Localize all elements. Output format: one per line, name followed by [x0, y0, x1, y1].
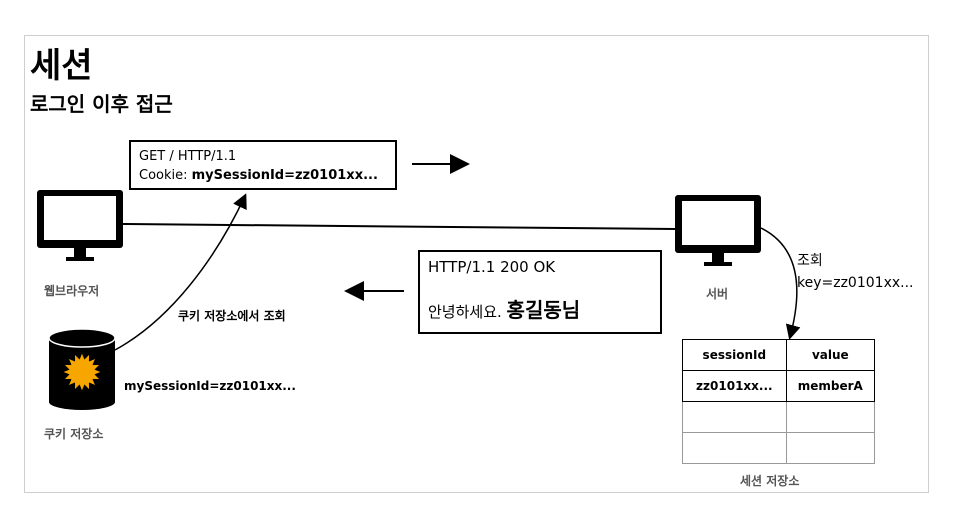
- session-store-label: 세션 저장소: [740, 474, 800, 488]
- table-row-empty: [682, 432, 876, 464]
- request-line: GET / HTTP/1.1: [139, 149, 237, 164]
- cell-session-id: zz0101xx...: [682, 370, 787, 402]
- server-label: 서버: [706, 287, 729, 301]
- server-lookup-note: 조회 key=zz0101xx...: [797, 250, 913, 294]
- http-request-box: GET / HTTP/1.1 Cookie: mySessionId=zz010…: [129, 140, 397, 190]
- cookie-lookup-arrow: [114, 193, 247, 351]
- session-store-table: sessionId value zz0101xx... memberA: [682, 339, 876, 464]
- cookie-header: Cookie: mySessionId=zz0101xx...: [139, 166, 387, 185]
- cookie-store-cylinder-icon: [48, 328, 116, 410]
- table-row: zz0101xx... memberA: [682, 370, 876, 402]
- server-lookup-key: key=zz0101xx...: [797, 275, 914, 291]
- cookie-header-name: Cookie:: [139, 168, 192, 183]
- sun-icon: [62, 352, 102, 392]
- page-title: 세션: [30, 46, 93, 86]
- cell-empty: [682, 432, 787, 464]
- page-subtitle: 로그인 이후 접근: [30, 92, 173, 116]
- header-session-id: sessionId: [682, 339, 787, 371]
- cookie-store-value: mySessionId=zz0101xx...: [124, 379, 296, 393]
- browser-monitor-icon: [37, 190, 123, 261]
- response-status: HTTP/1.1 200 OK: [428, 258, 556, 276]
- response-body: 안녕하세요. 홍길동님: [428, 294, 652, 323]
- connection-line: [122, 223, 676, 230]
- response-greeting: 안녕하세요.: [428, 303, 507, 321]
- cookie-store-label: 쿠키 저장소: [44, 427, 104, 441]
- cell-empty: [785, 432, 876, 464]
- cookie-lookup-label: 쿠키 저장소에서 조회: [178, 309, 286, 323]
- header-value: value: [785, 339, 876, 371]
- cell-empty: [785, 401, 876, 433]
- server-lookup-title: 조회: [797, 253, 823, 269]
- cell-empty: [682, 401, 787, 433]
- browser-label: 웹브라우저: [44, 284, 100, 298]
- cookie-header-value: mySessionId=zz0101xx...: [191, 168, 378, 183]
- table-header-row: sessionId value: [682, 339, 876, 371]
- response-name: 홍길동님: [506, 298, 581, 322]
- server-monitor-icon: [675, 195, 761, 266]
- table-row-empty: [682, 401, 876, 433]
- http-response-box: HTTP/1.1 200 OK 안녕하세요. 홍길동님: [418, 250, 662, 334]
- session-lookup-arrow: [760, 227, 801, 340]
- cell-value: memberA: [785, 370, 876, 402]
